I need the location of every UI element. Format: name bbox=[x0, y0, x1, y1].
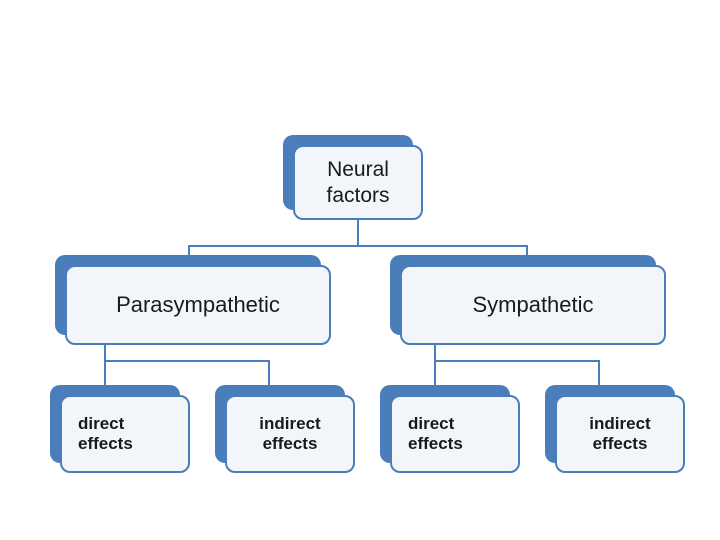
node-face: direct effects bbox=[390, 395, 520, 473]
node-sympathetic[interactable]: Sympathetic bbox=[390, 255, 666, 345]
node-parasympathetic[interactable]: Parasympathetic bbox=[55, 255, 331, 345]
node-face: indirect effects bbox=[225, 395, 355, 473]
node-label: indirect effects bbox=[259, 413, 321, 453]
connector-parasympathetic-bus bbox=[104, 360, 269, 362]
node-label: Sympathetic bbox=[472, 291, 594, 317]
node-parasympathetic-indirect-effects[interactable]: indirect effects bbox=[215, 385, 355, 473]
node-face: Parasympathetic bbox=[65, 265, 331, 345]
connector-level1-bus bbox=[188, 245, 528, 247]
connector-sympathetic-child-2 bbox=[598, 360, 600, 388]
node-sympathetic-direct-effects[interactable]: direct effects bbox=[380, 385, 520, 473]
node-face: Neural factors bbox=[293, 145, 423, 220]
node-face: indirect effects bbox=[555, 395, 685, 473]
connector-sympathetic-child-1 bbox=[434, 360, 436, 388]
connector-root-stem bbox=[357, 210, 359, 246]
connector-sympathetic-stem bbox=[434, 335, 436, 361]
connector-parasympathetic-child-1 bbox=[104, 360, 106, 388]
node-label: Neural factors bbox=[326, 158, 390, 207]
node-label: Parasympathetic bbox=[116, 291, 280, 317]
node-neural-factors[interactable]: Neural factors bbox=[283, 135, 423, 220]
connector-parasympathetic-child-2 bbox=[268, 360, 270, 388]
node-label: direct effects bbox=[78, 413, 133, 453]
connector-parasympathetic-stem bbox=[104, 335, 106, 361]
node-label: indirect effects bbox=[589, 413, 651, 453]
node-face: direct effects bbox=[60, 395, 190, 473]
node-sympathetic-indirect-effects[interactable]: indirect effects bbox=[545, 385, 685, 473]
connector-sympathetic-bus bbox=[434, 360, 599, 362]
node-face: Sympathetic bbox=[400, 265, 666, 345]
node-parasympathetic-direct-effects[interactable]: direct effects bbox=[50, 385, 190, 473]
node-label: direct effects bbox=[408, 413, 463, 453]
